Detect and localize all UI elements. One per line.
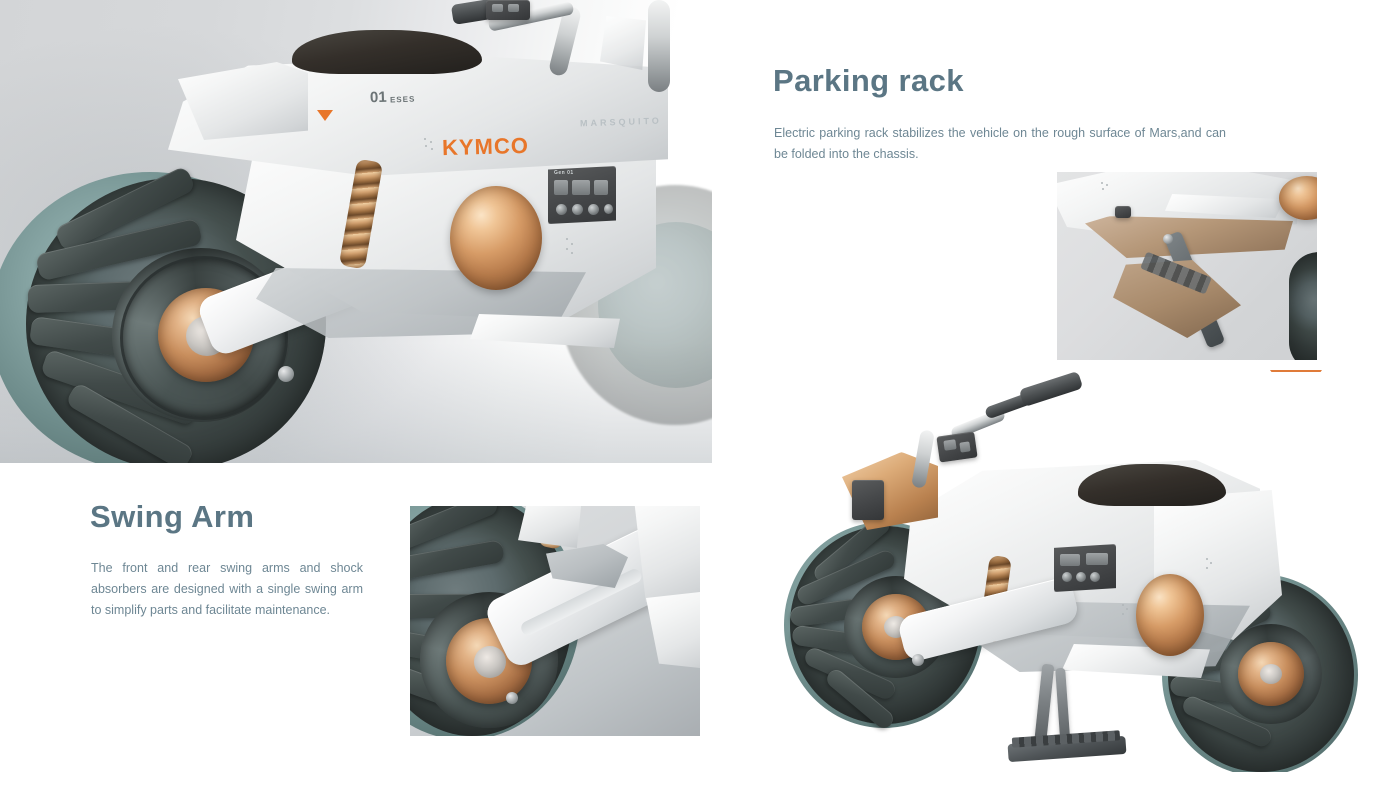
render-handlebar-grip (1018, 372, 1084, 408)
render-console-panel (1054, 544, 1116, 592)
hero-copper-motor-cover (450, 186, 542, 290)
parking-rack-description: Electric parking rack stabilizes the veh… (774, 126, 1226, 161)
render-vent-dots (1206, 558, 1216, 572)
parking-rack-title: Parking rack (773, 63, 964, 98)
render-rear-hub-core (1260, 664, 1282, 684)
hero-console-button (572, 204, 583, 215)
render-console-button (1076, 572, 1086, 582)
hero-fork-tube (648, 0, 670, 92)
hero-console-button (556, 204, 567, 215)
hero-swing-arm-pivot-bolt (278, 366, 294, 382)
hero-handlebar-key (492, 4, 503, 12)
render-console-key (1086, 553, 1108, 565)
hero-brand-logo: KYMCO (441, 132, 530, 161)
hero-handlebar-key (508, 4, 519, 12)
hero-console-button (588, 204, 599, 215)
render-swing-arm-bolt (912, 654, 924, 666)
swing-frame-plate-right (646, 590, 700, 670)
swing-upper-bracket (518, 506, 582, 548)
hero-seat (292, 30, 482, 74)
triangle-down-marker-icon (317, 110, 333, 121)
rack-wheel-edge (1289, 252, 1317, 360)
full-vehicle-render-image (762, 372, 1380, 772)
swing-arm-bolt (506, 692, 518, 704)
hero-console-key (554, 180, 568, 195)
rack-vent-dots (1101, 182, 1113, 192)
render-console-button (1062, 572, 1072, 582)
hero-vent-dots (424, 138, 438, 152)
render-battery-vent (852, 480, 884, 520)
rack-pivot-bolt (1163, 234, 1173, 244)
hero-rim-bolt-circle (120, 256, 288, 420)
hero-unit-code: 01 (369, 88, 387, 107)
hero-console-button (604, 204, 613, 214)
render-vent-dots (1122, 604, 1132, 618)
swing-arm-title: Swing Arm (90, 499, 255, 534)
hero-vehicle-closeup-image: Gen 01 KYMCO MARSQUITO 01 ESES (0, 0, 712, 463)
render-seat (1078, 464, 1226, 506)
swing-wheel-hub-core (474, 646, 506, 678)
hero-unit-code-suffix: ESES (389, 94, 416, 105)
hero-vent-dots (566, 238, 580, 256)
render-console-key (1060, 554, 1080, 566)
hero-console-key (594, 180, 608, 195)
hero-console-label: Gen 01 (554, 170, 574, 176)
swing-arm-description: The front and rear swing arms and shock … (91, 561, 363, 617)
render-instrument-pod (936, 431, 978, 463)
rack-hinge-slot (1115, 206, 1131, 218)
rack-copper-hub-edge (1279, 176, 1317, 220)
hero-console-key (572, 180, 590, 195)
swing-arm-closeup-image (410, 506, 700, 736)
render-instrument-key (959, 441, 971, 453)
render-console-button (1090, 572, 1100, 582)
swing-frame-plate (633, 506, 700, 602)
hero-windscreen (600, 16, 646, 70)
render-instrument-key (943, 439, 957, 451)
parking-rack-closeup-image (1057, 172, 1317, 360)
render-copper-motor-cover (1136, 574, 1204, 656)
